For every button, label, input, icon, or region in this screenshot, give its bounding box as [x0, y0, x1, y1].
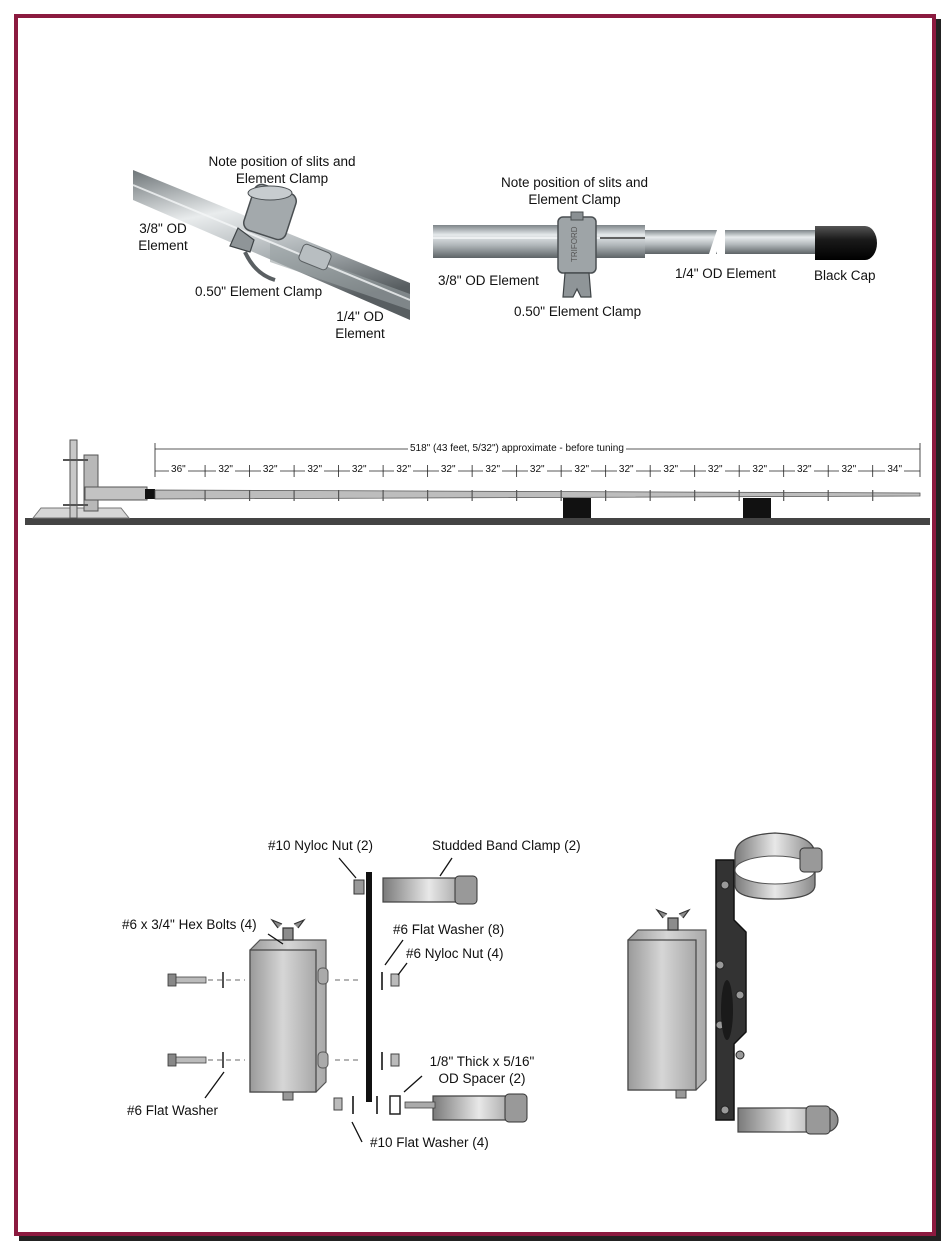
element-clamp-closeup-left: [132, 170, 411, 320]
segment-length-label: 32": [216, 464, 235, 475]
segment-length-label: 32": [305, 464, 325, 475]
clamp-label-right: 0.50" Element Clamp: [514, 304, 642, 319]
element-14-label-left: 1/4" OD Element: [335, 309, 385, 341]
clamp-marking: TRIFORD: [570, 226, 579, 262]
element-38-label-left: 3/8" OD Element: [138, 221, 188, 253]
segment-length-label: 32": [527, 464, 547, 475]
segment-length-label: 32": [616, 464, 636, 475]
note-slits-label-right: Note position of slits and Element Clamp: [500, 175, 649, 207]
note-slits-label-left: Note position of slits and Element Clamp: [208, 154, 356, 186]
flat-washer-10-label: #10 Flat Washer (4): [370, 1135, 489, 1150]
segment-length-label: 34": [885, 464, 905, 475]
element-clamp-closeup-right: [433, 211, 877, 298]
spacer-label: 1/8" Thick x 5/16" OD Spacer (2): [429, 1054, 535, 1086]
segment-length-label: 32": [349, 464, 369, 475]
segment-length-label: 32": [839, 464, 859, 475]
hex-bolts-label: #6 x 3/4" Hex Bolts (4): [122, 917, 257, 932]
segment-length-label: 32": [661, 464, 681, 475]
page-frame: [14, 14, 936, 1236]
segment-length-label: 32": [750, 464, 770, 475]
element-14-label-right: 1/4" OD Element: [675, 266, 776, 281]
segment-length-label: 32": [705, 464, 725, 475]
segment-length-label: 32": [794, 464, 814, 475]
total-length-label: 518" (43 feet, 5/32") approximate - befo…: [408, 443, 626, 454]
segment-length-label: 32": [260, 464, 280, 475]
flat-washer-6-8-label: #6 Flat Washer (8): [393, 922, 505, 937]
clamp-label-left: 0.50" Element Clamp: [195, 284, 323, 299]
exploded-mount-view: [167, 857, 528, 1143]
segment-length-label: 32": [394, 464, 414, 475]
black-cap-label: Black Cap: [814, 268, 876, 283]
assembled-mount-view: [627, 832, 839, 1135]
nyloc-6-label: #6 Nyloc Nut (4): [406, 946, 504, 961]
segment-length-label: 32": [572, 464, 592, 475]
flat-washer-6-label: #6 Flat Washer: [127, 1103, 219, 1118]
segment-length-label: 32": [483, 464, 503, 475]
segment-length-label: 32": [438, 464, 458, 475]
band-clamp-label: Studded Band Clamp (2): [432, 838, 581, 853]
nyloc-10-label: #10 Nyloc Nut (2): [268, 838, 374, 853]
segment-length-label: 36": [169, 464, 188, 475]
element-joints: [204, 490, 874, 501]
antenna-side-view: [25, 439, 930, 525]
element-38-label-right: 3/8" OD Element: [438, 273, 539, 288]
